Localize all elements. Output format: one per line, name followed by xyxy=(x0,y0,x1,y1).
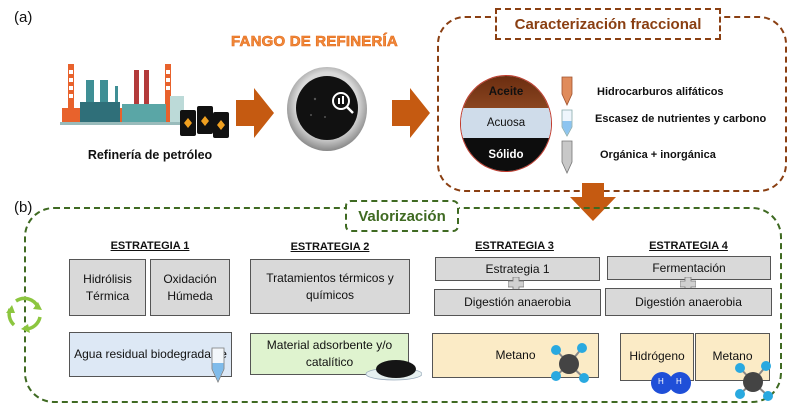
methane-molecule-icon xyxy=(548,342,590,389)
flow-arrow-2 xyxy=(392,88,430,143)
flow-arrow-1 xyxy=(236,88,274,143)
strategy-1-process-1: Hidrólisis Térmica xyxy=(69,259,146,316)
valorization-title: Valorización xyxy=(345,200,459,232)
panel-a-label: (a) xyxy=(14,9,33,26)
flow-arrow-down xyxy=(570,183,616,226)
fraction-desc-aqueous: Escasez de nutrientes y carbono xyxy=(595,113,767,125)
refinery-illustration xyxy=(60,60,230,140)
adsorbent-powder-icon xyxy=(362,352,423,387)
strategy-4-title: ESTRATEGIA 4 xyxy=(649,240,728,252)
tube-oil-icon xyxy=(561,76,573,111)
methane-molecule-icon xyxy=(732,360,774,407)
hydrogen-atom-label: H xyxy=(658,377,664,386)
refinery-icon xyxy=(60,64,229,138)
strategy-1-title: ESTRATEGIA 1 xyxy=(110,240,190,252)
oil-barrels-icon xyxy=(180,106,229,138)
magnifier-chart-icon xyxy=(332,92,354,114)
tube-aqueous-icon xyxy=(561,109,573,142)
fraction-desc-oil: Hidrocarburos alifáticos xyxy=(597,86,724,98)
sludge-sample-image xyxy=(285,65,369,155)
strategy-3-process-2: Digestión anaerobia xyxy=(434,289,601,316)
sludge-title: FANGO DE REFINERÍA xyxy=(231,33,398,51)
strategy-3-title: ESTRATEGIA 3 xyxy=(475,240,554,252)
characterization-title: Caracterización fraccional xyxy=(495,8,721,40)
strategy-2-process-1: Tratamientos térmicos y químicos xyxy=(250,259,410,314)
tube-solid-icon xyxy=(561,140,573,179)
strategy-1-output: Agua residual biodegradable xyxy=(69,332,232,377)
strategy-2-title: ESTRATEGIA 2 xyxy=(290,241,370,253)
fraction-desc-solid: Orgánica + inorgánica xyxy=(600,149,716,161)
strategy-4-output-2: Metano xyxy=(695,333,770,381)
strategy-1-process-2: Oxidación Húmeda xyxy=(150,259,230,316)
hydrogen-atom-label: H xyxy=(676,377,682,386)
recycle-icon xyxy=(4,293,46,340)
refinery-caption: Refinería de petróleo xyxy=(87,148,213,162)
strategy-4-process-2: Digestión anaerobia xyxy=(605,288,772,316)
strategy-4-process-1: Fermentación xyxy=(607,256,771,280)
panel-b-label: (b) xyxy=(14,199,33,216)
hydrogen-molecule-icon: H H xyxy=(650,371,692,400)
fraction-circle: Aceite Acuosa Sólido xyxy=(460,75,552,172)
fraction-layer-aqueous: Acuosa xyxy=(461,108,551,138)
tube-water-icon xyxy=(211,347,225,388)
